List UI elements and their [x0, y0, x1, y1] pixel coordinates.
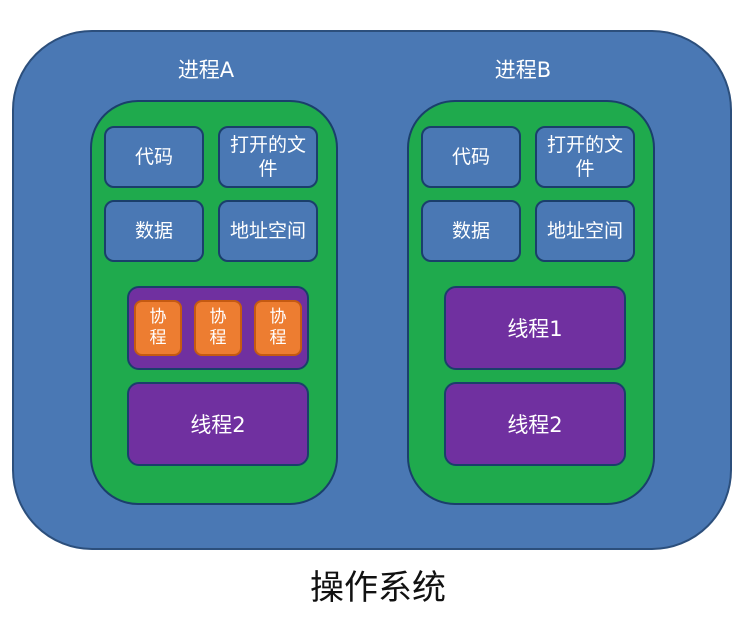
process-b-code: 代码: [421, 126, 521, 188]
operating-system-caption: 操作系统: [310, 568, 446, 608]
process-b-address-space: 地址空间: [535, 200, 635, 262]
process-a: 代码 打开的文件 数据 地址空间 协程 协程 协程 线程2: [90, 100, 338, 505]
process-a-code: 代码: [104, 126, 204, 188]
process-b-thread-2: 线程2: [444, 382, 626, 466]
process-a-open-files: 打开的文件: [218, 126, 318, 188]
coroutine-3: 协程: [254, 300, 302, 356]
process-b-data: 数据: [421, 200, 521, 262]
process-b-thread-1: 线程1: [444, 286, 626, 370]
coroutine-1: 协程: [134, 300, 182, 356]
process-b-title: 进程B: [494, 58, 552, 82]
process-a-data: 数据: [104, 200, 204, 262]
process-a-thread-with-coroutines: 协程 协程 协程: [127, 286, 309, 370]
process-b: 代码 打开的文件 数据 地址空间 线程1 线程2: [407, 100, 655, 505]
process-a-title: 进程A: [177, 58, 235, 82]
process-b-open-files: 打开的文件: [535, 126, 635, 188]
process-a-address-space: 地址空间: [218, 200, 318, 262]
coroutine-2: 协程: [194, 300, 242, 356]
process-a-thread-2: 线程2: [127, 382, 309, 466]
